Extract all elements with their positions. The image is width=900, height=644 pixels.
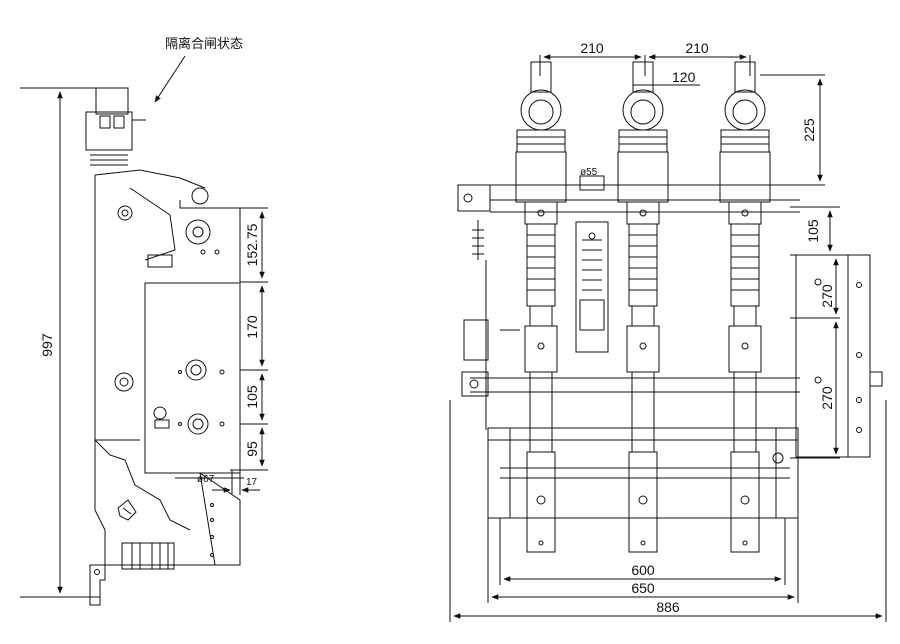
top-head-block bbox=[95, 87, 129, 115]
dim-total-height: 997 bbox=[39, 333, 55, 357]
side-view: 隔离合闸状态 997 bbox=[20, 36, 268, 606]
dim-hole-55: ø55 bbox=[580, 167, 598, 178]
top-pivot bbox=[191, 187, 209, 205]
pole-left-insulator bbox=[526, 223, 556, 307]
right-frame-post bbox=[775, 427, 799, 519]
dim-225: 225 bbox=[801, 118, 817, 142]
side-bolt-2 bbox=[114, 372, 134, 392]
lower-insulator bbox=[121, 542, 175, 570]
body-left-edge bbox=[94, 175, 140, 441]
dim-886: 886 bbox=[656, 599, 680, 615]
dim-170: 170 bbox=[244, 315, 260, 339]
dim-270-upper: 270 bbox=[819, 284, 835, 308]
dim-pitch-left: 210 bbox=[580, 40, 604, 56]
left-frame-post bbox=[487, 427, 511, 519]
pole-middle-insulator bbox=[628, 223, 658, 307]
operating-shaft-2 bbox=[187, 413, 209, 435]
pole-left-lower-arm bbox=[526, 451, 556, 553]
grounding-blade bbox=[117, 499, 137, 521]
central-mechanism bbox=[575, 221, 609, 353]
dim-offset-17: 17 bbox=[246, 477, 258, 488]
pole-middle-upper-arm bbox=[617, 151, 669, 203]
pole-left-upper-arm bbox=[515, 151, 567, 203]
dim-105-front: 105 bbox=[805, 219, 821, 243]
dim-600: 600 bbox=[631, 562, 655, 578]
front-view: 210 210 120 225 bbox=[449, 40, 887, 622]
bottom-bracket bbox=[89, 564, 106, 606]
dim-95: 95 bbox=[244, 441, 260, 457]
dim-152-75: 152.75 bbox=[244, 223, 260, 266]
isolation-closed-label: 隔离合闸状态 bbox=[165, 36, 243, 52]
dim-105-side: 105 bbox=[244, 385, 260, 409]
dim-hole-67: ø67 bbox=[197, 474, 215, 485]
operating-shaft-1 bbox=[185, 359, 207, 381]
pole-right-lower-arm bbox=[730, 451, 760, 553]
pole-right bbox=[719, 61, 771, 553]
pole-right-insulator bbox=[730, 223, 760, 307]
dim-contact-120: 120 bbox=[672, 69, 696, 85]
pole-middle bbox=[617, 61, 669, 553]
pole-middle-lower-arm bbox=[628, 451, 658, 553]
mounting-plate bbox=[847, 254, 871, 458]
left-spring bbox=[472, 220, 484, 260]
pole-right-upper-arm bbox=[719, 151, 771, 203]
pole-left bbox=[515, 61, 567, 553]
annotation-leader bbox=[154, 55, 186, 103]
lower-frame bbox=[105, 472, 241, 566]
side-bolt-1 bbox=[117, 205, 133, 221]
upper-shaft-circle bbox=[185, 219, 211, 245]
dim-650: 650 bbox=[631, 580, 655, 596]
dim-pitch-right: 210 bbox=[685, 40, 709, 56]
dim-270-lower: 270 bbox=[819, 386, 835, 410]
top-insulator-head bbox=[85, 111, 133, 151]
operating-box bbox=[144, 282, 241, 474]
